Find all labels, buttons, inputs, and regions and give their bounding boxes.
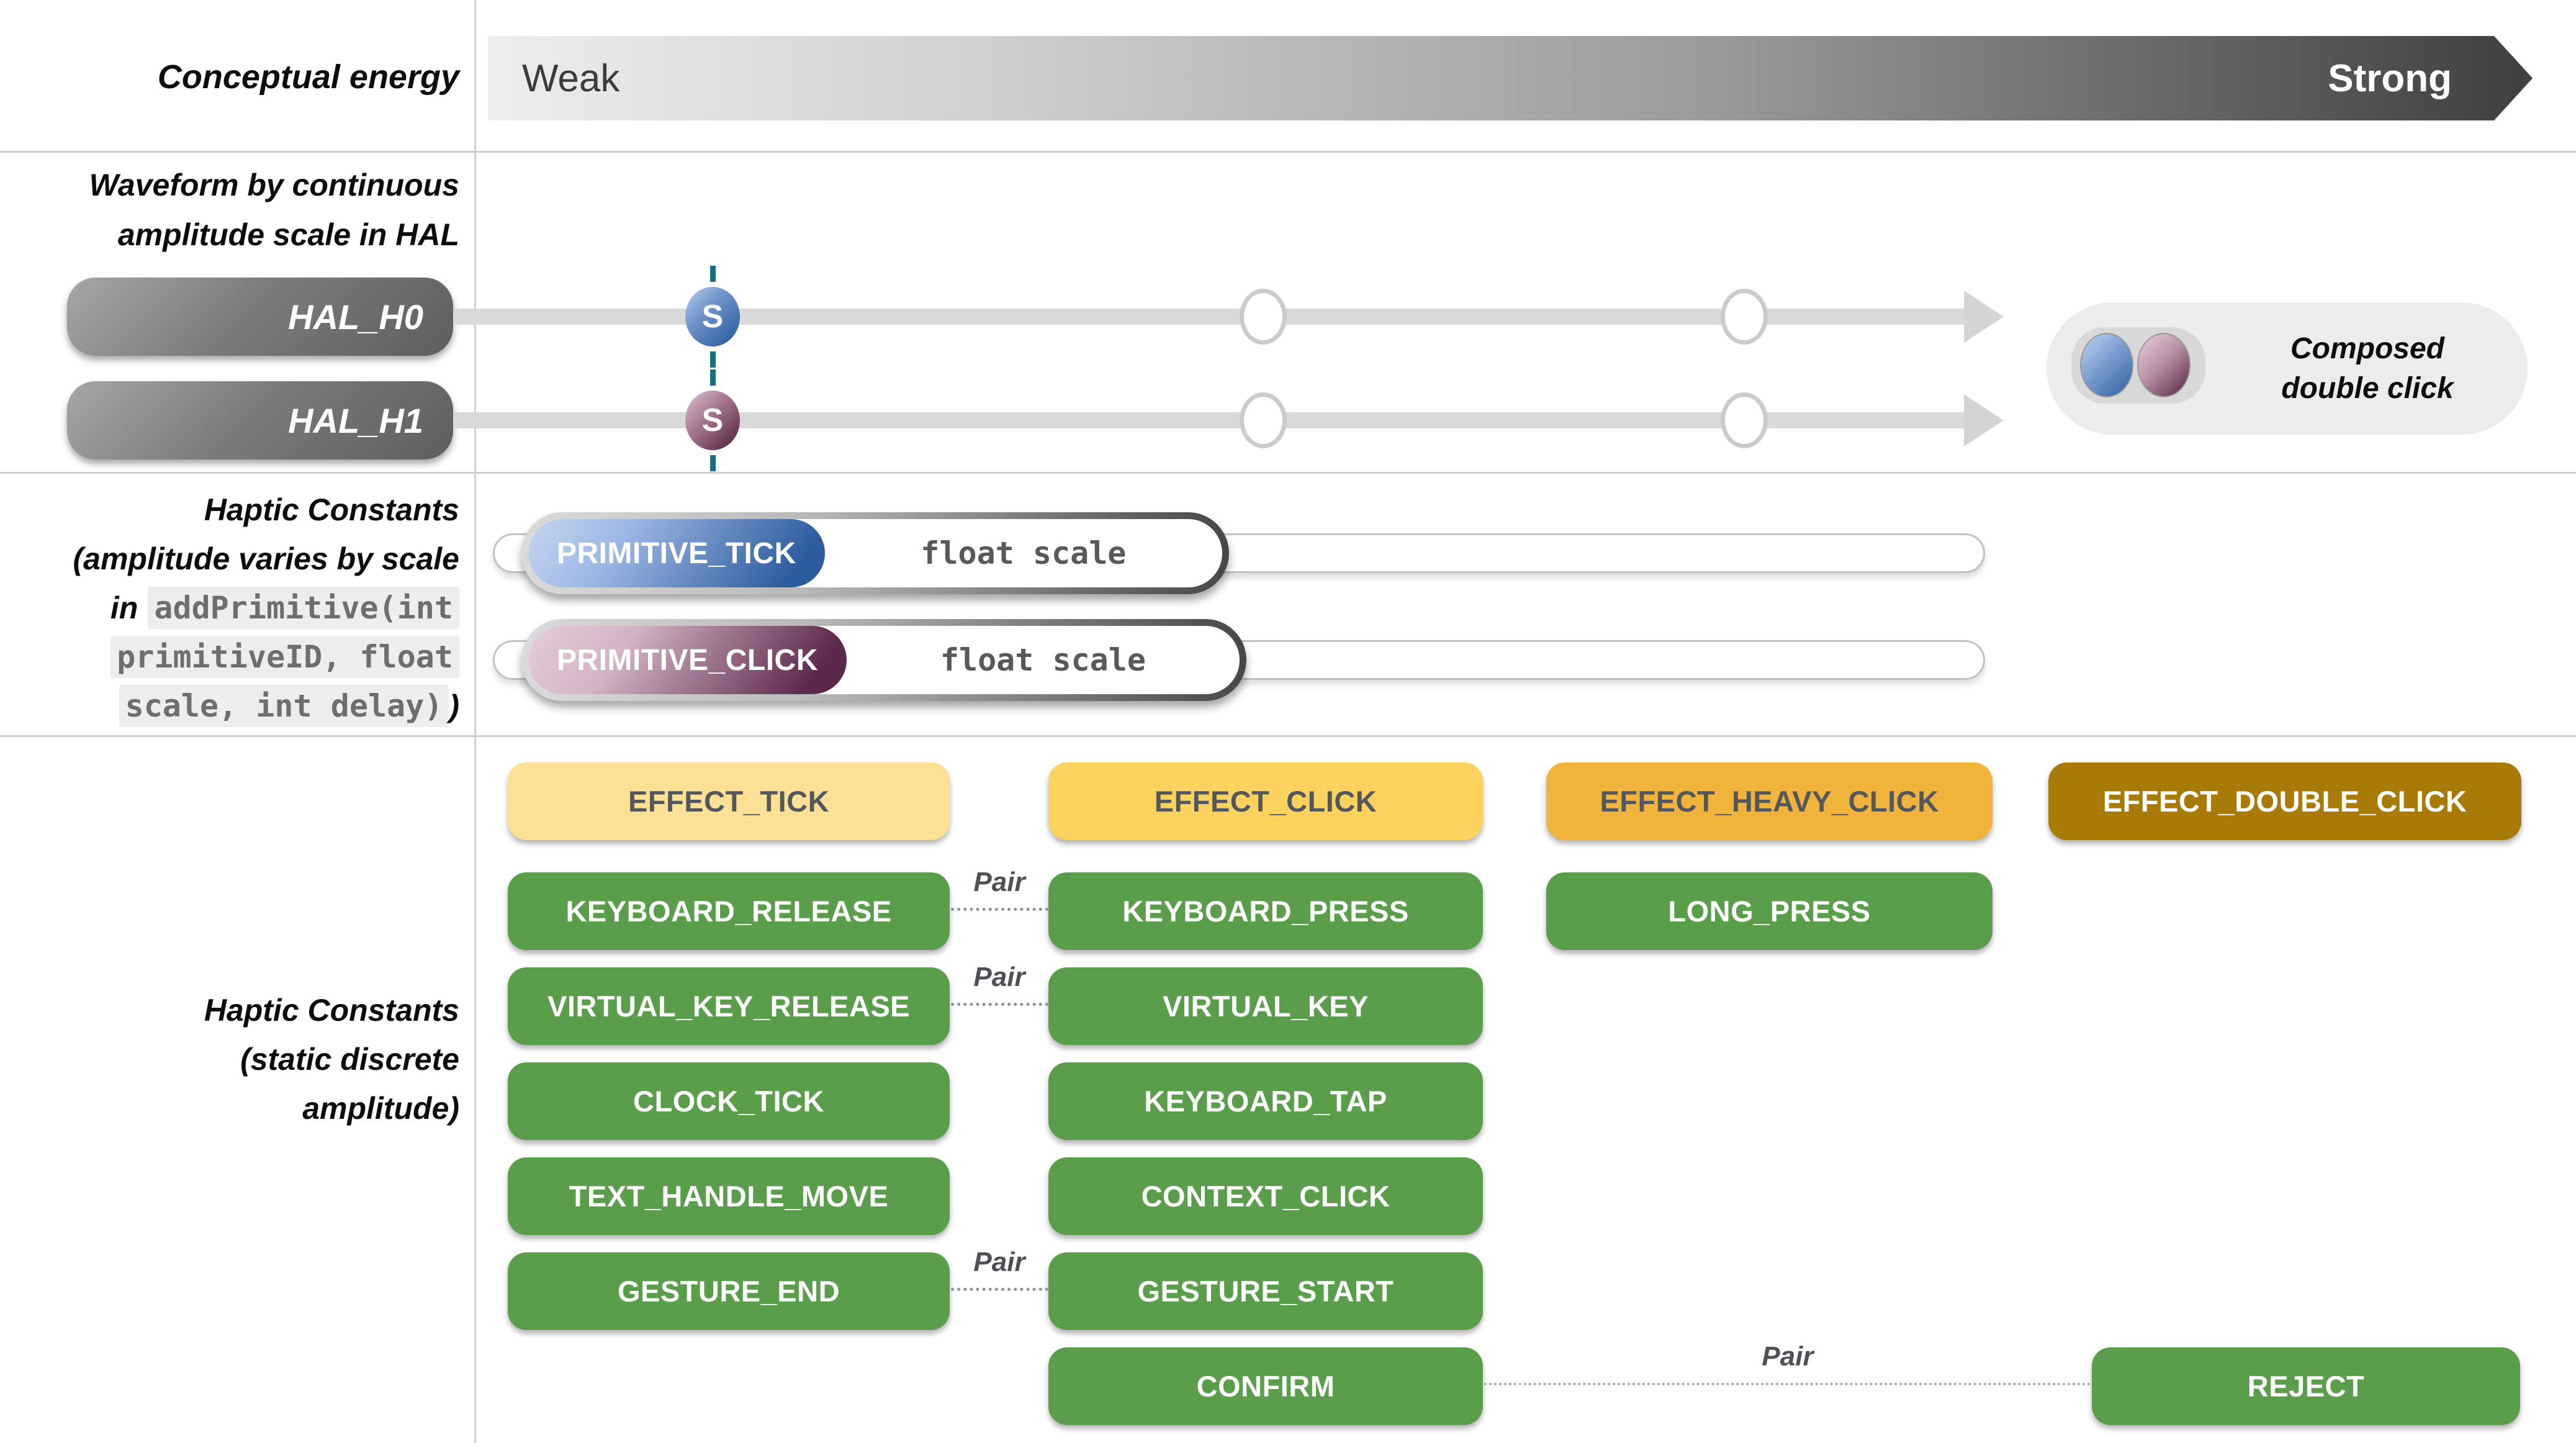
button-keyboard-release[interactable]: KEYBOARD_RELEASE (508, 872, 950, 950)
primitive-click-scale-param: float scale (940, 642, 1146, 678)
label-column-divider (474, 0, 476, 1443)
pair-connector (951, 1288, 1048, 1291)
button-effect-click[interactable]: EFFECT_CLICK (1048, 762, 1483, 840)
primitives-section-label: Haptic Constants (amplitude varies by sc… (0, 486, 459, 731)
hal-h0-empty-node (1240, 289, 1287, 345)
composed-label-line2: double click (2281, 371, 2454, 405)
button-effect-double-click[interactable]: EFFECT_DOUBLE_CLICK (2048, 762, 2521, 840)
pair-label: Pair (973, 962, 1025, 992)
code-addprimitive: addPrimitive(int (148, 587, 459, 629)
pair-connector (951, 1003, 1048, 1006)
button-keyboard-press[interactable]: KEYBOARD_PRESS (1048, 872, 1483, 950)
hal-h1-empty-node (1240, 392, 1287, 448)
button-long-press[interactable]: LONG_PRESS (1546, 872, 1993, 950)
button-confirm[interactable]: CONFIRM (1048, 1347, 1483, 1425)
waveform-section-label: Waveform by continuous amplitude scale i… (0, 160, 459, 260)
plum-pulse-icon (2137, 333, 2191, 397)
waveform-label-line2: amplitude scale in HAL (117, 217, 459, 252)
button-text-handle-move[interactable]: TEXT_HANDLE_MOVE (508, 1157, 950, 1235)
hal-h0-pill: HAL_H0 (67, 278, 453, 356)
static-label-line1: Haptic Constants (204, 993, 459, 1028)
primitive-click-slider-thumb[interactable]: PRIMITIVE_CLICK float scale (521, 619, 1246, 701)
button-virtual-key-release[interactable]: VIRTUAL_KEY_RELEASE (508, 967, 950, 1045)
code-primitiveid: primitiveID, float (110, 636, 459, 678)
weak-label: Weak (522, 57, 620, 100)
blue-pulse-icon (2080, 333, 2133, 397)
primitive-tick-pill: PRIMITIVE_TICK (528, 519, 825, 587)
button-context-click[interactable]: CONTEXT_CLICK (1048, 1157, 1483, 1235)
button-effect-tick[interactable]: EFFECT_TICK (508, 762, 950, 840)
primitive-click-thumb-body: PRIMITIVE_CLICK float scale (528, 626, 1240, 694)
primitives-label-line2: (amplitude varies by scale (73, 541, 459, 576)
button-virtual-key[interactable]: VIRTUAL_KEY (1048, 967, 1483, 1045)
hal-h1-empty-node (1721, 392, 1768, 448)
conceptual-energy-label: Conceptual energy (157, 58, 459, 96)
pair-connector (951, 908, 1048, 911)
button-gesture-end[interactable]: GESTURE_END (508, 1252, 950, 1330)
section-divider-3 (0, 735, 2576, 737)
code-scale-delay: scale, int delay) (119, 685, 449, 727)
waveform-label-line1: Waveform by continuous (89, 168, 459, 202)
button-gesture-start[interactable]: GESTURE_START (1048, 1252, 1483, 1330)
primitive-click-pill: PRIMITIVE_CLICK (528, 626, 847, 694)
section-divider-2 (0, 472, 2576, 474)
button-reject[interactable]: REJECT (2092, 1347, 2520, 1425)
static-label-line2: (static discrete (240, 1042, 459, 1077)
primitives-label-in: in (110, 590, 138, 625)
primitives-label-line4: primitiveID, float (0, 633, 459, 682)
primitives-label-line1: Haptic Constants (204, 492, 459, 527)
energy-gradient-bar: Weak Strong (488, 36, 2533, 120)
pair-label: Pair (973, 867, 1025, 897)
primitives-label-line3: in addPrimitive(int (0, 584, 459, 633)
primitives-label-line5: scale, int delay)) (0, 682, 459, 731)
composed-double-click-card: Composed double click (2047, 302, 2528, 435)
static-label-line3: amplitude) (302, 1091, 459, 1126)
composed-waveform-chip (2071, 327, 2205, 404)
primitive-tick-scale-param: float scale (921, 535, 1127, 571)
strong-label: Strong (2328, 57, 2452, 100)
hal-h0-scale-marker[interactable]: S (685, 266, 740, 368)
primitive-tick-thumb-body: PRIMITIVE_TICK float scale (528, 519, 1222, 587)
pair-connector (1484, 1383, 2091, 1385)
button-clock-tick[interactable]: CLOCK_TICK (508, 1062, 950, 1140)
composed-label-line1: Composed (2290, 332, 2444, 365)
button-keyboard-tap[interactable]: KEYBOARD_TAP (1048, 1062, 1483, 1140)
button-effect-heavy-click[interactable]: EFFECT_HEAVY_CLICK (1546, 762, 1993, 840)
hal-h0-arrowhead-icon (1964, 291, 2004, 343)
static-section-label: Haptic Constants (static discrete amplit… (0, 986, 459, 1133)
hal-h1-scale-marker[interactable]: S (685, 369, 740, 471)
hal-h0-empty-node (1721, 289, 1768, 345)
pair-label: Pair (1762, 1341, 1814, 1372)
pair-label: Pair (973, 1247, 1025, 1277)
primitive-tick-slider-thumb[interactable]: PRIMITIVE_TICK float scale (521, 512, 1229, 594)
hal-h1-pill: HAL_H1 (67, 381, 453, 459)
primitives-label-close-paren: ) (449, 689, 459, 723)
hal-h1-arrowhead-icon (1964, 394, 2004, 446)
composed-double-click-label: Composed double click (2224, 302, 2511, 435)
section-divider-1 (0, 151, 2576, 153)
